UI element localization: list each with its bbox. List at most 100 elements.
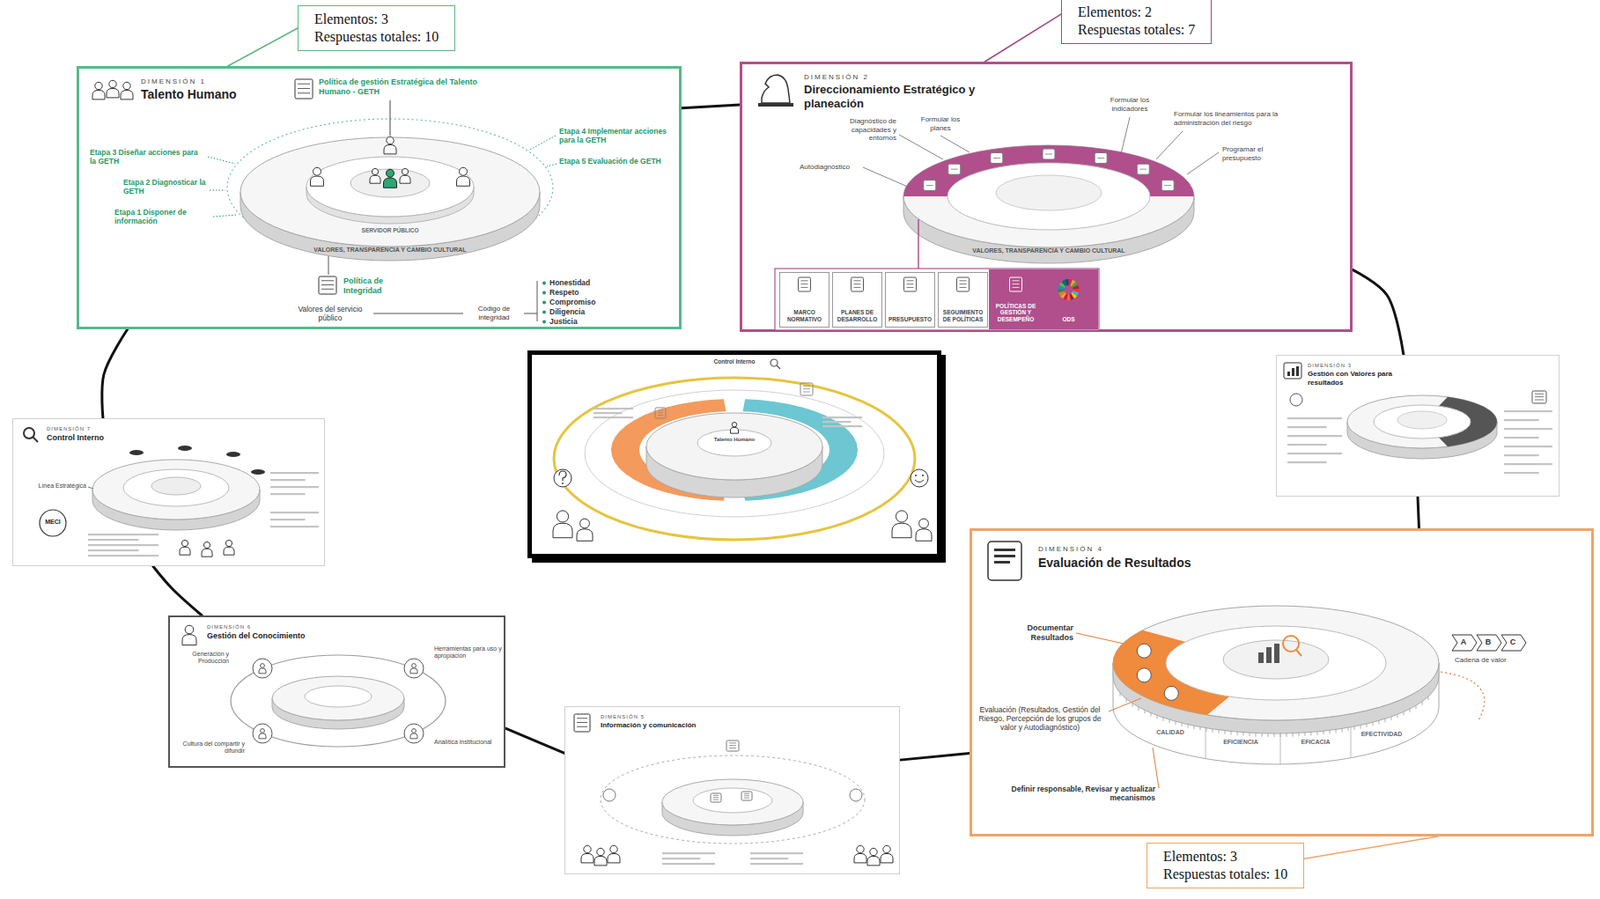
illustration-part bbox=[1286, 733, 1288, 738]
illustration-part bbox=[272, 676, 405, 721]
illustration-part bbox=[1504, 471, 1540, 474]
illustration-part bbox=[940, 135, 970, 153]
illustration-part bbox=[552, 523, 573, 539]
dimension-title: Talento Humano bbox=[140, 87, 237, 103]
illustration-part bbox=[1287, 452, 1342, 455]
illustration-part bbox=[994, 554, 1016, 558]
illustration-part bbox=[1347, 395, 1497, 449]
illustration-part bbox=[328, 256, 330, 275]
illustration-part bbox=[1287, 426, 1328, 428]
illustration-part bbox=[318, 276, 337, 295]
panel-label: EFICIENCIA bbox=[1209, 738, 1272, 746]
illustration-part bbox=[258, 668, 266, 674]
count-callout: Elementos: 3Respuestas totales: 10 bbox=[297, 5, 456, 52]
illustration-part bbox=[1282, 635, 1299, 652]
illustration-part bbox=[1064, 279, 1069, 286]
illustration-part bbox=[1283, 362, 1302, 379]
illustration-part bbox=[593, 416, 634, 419]
illustration-part bbox=[225, 539, 232, 546]
illustration-part bbox=[297, 83, 310, 85]
illustration-part bbox=[1415, 705, 1417, 709]
callout-text: Respuestas totales: 10 bbox=[1163, 865, 1288, 884]
illustration-part bbox=[1200, 727, 1202, 731]
panel-label: CALIDAD bbox=[1139, 729, 1202, 737]
illustration-part bbox=[1403, 711, 1405, 716]
illustration-part bbox=[1132, 703, 1134, 708]
illustration-part bbox=[657, 412, 664, 413]
illustration-part bbox=[729, 742, 737, 744]
illustration-part bbox=[88, 486, 94, 489]
illustration-part bbox=[744, 797, 750, 799]
illustration-part bbox=[260, 663, 266, 669]
illustration-part bbox=[741, 791, 753, 801]
illustration-part bbox=[988, 269, 1099, 330]
illustration-part bbox=[870, 847, 878, 856]
illustration-part bbox=[1224, 730, 1226, 735]
illustration-part bbox=[1287, 417, 1342, 420]
illustration-part bbox=[297, 92, 310, 94]
illustration-part bbox=[993, 157, 1001, 159]
input-label: POLÍTICAS DE GESTIÓN Y DESEMPEÑO bbox=[993, 302, 1039, 324]
callout-leader bbox=[1304, 836, 1438, 859]
illustration-part bbox=[948, 163, 961, 175]
illustration-part bbox=[1504, 419, 1540, 421]
illustration-part bbox=[1305, 732, 1306, 737]
illustration-part bbox=[774, 268, 1099, 331]
illustration-part bbox=[561, 482, 564, 485]
illustration-part bbox=[849, 788, 863, 802]
illustration-part bbox=[1152, 747, 1159, 789]
callout-text: Respuestas totales: 10 bbox=[314, 28, 439, 46]
illustration-part bbox=[1012, 283, 1020, 285]
illustration-part bbox=[179, 546, 191, 555]
panel-label: Etapa 4 Implementar acciones para la GET… bbox=[559, 126, 674, 145]
illustration-part bbox=[523, 313, 538, 315]
illustration-part bbox=[1534, 396, 1544, 398]
illustration-part bbox=[270, 471, 319, 474]
illustration-part bbox=[390, 100, 391, 136]
callout-text: Respuestas totales: 7 bbox=[1077, 21, 1195, 39]
illustration-part bbox=[957, 277, 970, 292]
illustration-part bbox=[822, 416, 863, 419]
illustration-part bbox=[1237, 731, 1239, 736]
illustration-part bbox=[1187, 724, 1189, 729]
illustration-part bbox=[546, 163, 557, 167]
illustration-part bbox=[1360, 725, 1362, 730]
illustration-part bbox=[1045, 154, 1053, 155]
illustration-part bbox=[1341, 728, 1343, 732]
panel-label: Cadena de valor bbox=[1454, 656, 1507, 665]
input-box: PLANES DE DESARROLLO bbox=[832, 272, 883, 328]
illustration-part bbox=[995, 175, 1102, 211]
illustration-part bbox=[951, 169, 959, 170]
illustration-part bbox=[1291, 368, 1295, 377]
illustration-part bbox=[123, 469, 229, 507]
illustration-part bbox=[321, 288, 334, 290]
illustration-part bbox=[1261, 733, 1263, 738]
illustration-part bbox=[800, 383, 813, 396]
illustration-part bbox=[1287, 371, 1291, 377]
illustration-part bbox=[1094, 152, 1107, 163]
illustration-part bbox=[404, 658, 424, 679]
illustration-part bbox=[1504, 427, 1553, 430]
illustration-part bbox=[1120, 117, 1130, 155]
illustration-part bbox=[770, 359, 778, 367]
illustration-part bbox=[576, 529, 593, 542]
illustration-part bbox=[1501, 634, 1527, 651]
illustration-part bbox=[556, 510, 568, 523]
illustration-part bbox=[710, 793, 722, 803]
panel-label: Documentar Resultados bbox=[989, 623, 1074, 643]
illustration-part bbox=[655, 407, 666, 419]
illustration-part bbox=[854, 287, 862, 288]
dimension-title: Direccionamiento Estratégico y planeació… bbox=[803, 82, 976, 111]
illustration-part bbox=[270, 511, 319, 514]
input-label: MARCO NORMATIVO bbox=[781, 309, 827, 324]
dimension-number: DIMENSIÓN 6 bbox=[206, 624, 251, 631]
illustration-part bbox=[386, 169, 395, 177]
illustration-part bbox=[657, 414, 664, 416]
illustration-part bbox=[1223, 640, 1329, 679]
panel-label: C bbox=[1503, 637, 1523, 648]
input-box: ODS bbox=[1043, 272, 1094, 328]
illustration-part bbox=[1206, 728, 1208, 732]
illustration-part bbox=[903, 145, 1195, 248]
illustration-part bbox=[994, 548, 1016, 552]
illustration-part bbox=[1150, 713, 1152, 717]
